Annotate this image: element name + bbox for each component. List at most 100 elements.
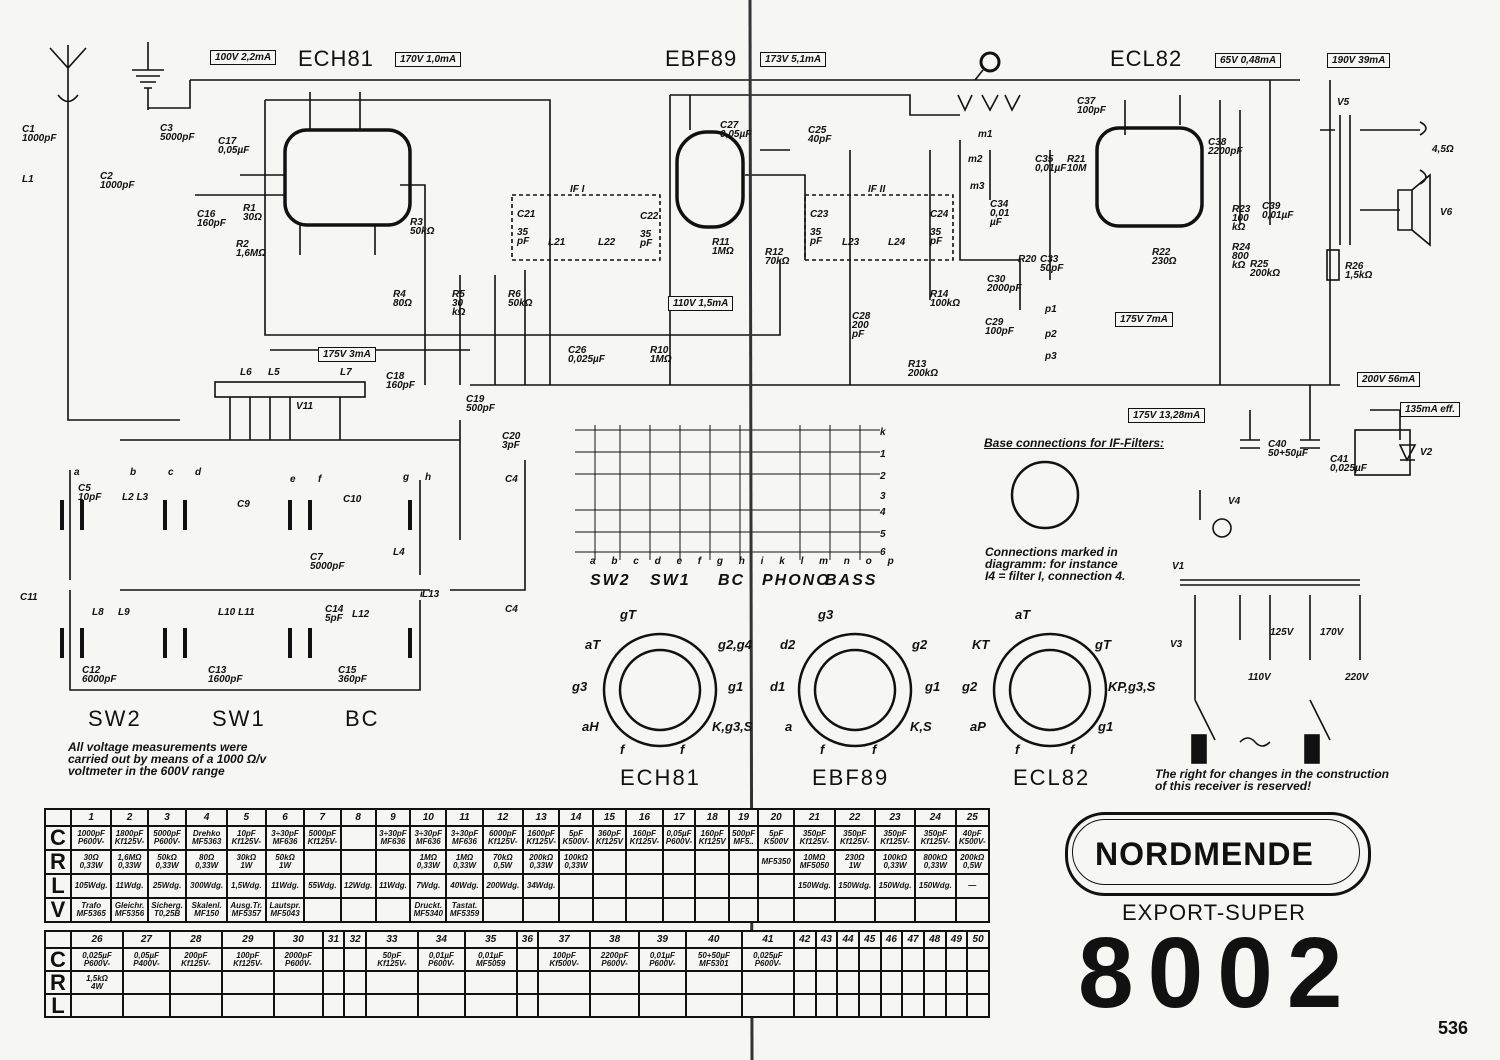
table-row: L [44, 993, 990, 1018]
table-cell: Ausg.Tr. MF5357 [225, 897, 267, 923]
component-label: C38 2200pF [1208, 137, 1243, 157]
base-pin-ebf89: K,S [910, 719, 932, 734]
table-cell: 50+50µF MF5301 [684, 947, 743, 972]
component-label: R3 50kΩ [410, 217, 435, 237]
table-cell: 0,05µF P600V- [661, 825, 697, 851]
table-cell: 1,5kΩ 4W [69, 970, 125, 995]
column-number: 24 [914, 808, 957, 827]
table-cell: 7Wdg. [409, 873, 448, 899]
table-cell: MF5350 [757, 849, 796, 875]
table-cell [515, 970, 540, 995]
base-pin-ech81: f [680, 742, 685, 757]
table-cell: Druckt. MF5340 [409, 897, 448, 923]
base-pin-ebf89: g1 [925, 679, 941, 694]
component-label: h [425, 472, 432, 483]
ebf89-envelope [675, 130, 745, 229]
base-title-ebf89: EBF89 [812, 765, 890, 790]
table-cell: 350pF Kf125V- [793, 825, 836, 851]
table-cell [879, 947, 904, 972]
component-label: L22 [598, 237, 616, 248]
table-cell: 34Wdg. [521, 873, 561, 899]
column-number: 23 [873, 808, 917, 827]
component-label: C37 100pF [1077, 96, 1106, 116]
table-cell: 2000pF P600V- [272, 947, 324, 972]
column-number: 48 [922, 930, 947, 949]
base-pin-ecl82: g2 [962, 679, 978, 694]
table-cell: 350pF Kf125V- [833, 825, 876, 851]
table-cell: 100pF Kf125V- [220, 947, 275, 972]
table-cell [966, 970, 990, 995]
table-cell [922, 970, 947, 995]
component-label: R21 10M [1067, 154, 1087, 174]
voltage-box: 175V 7mA [1115, 312, 1173, 327]
table-cell: 1600pF Kf125V- [521, 825, 561, 851]
component-label: R13 200kΩ [908, 359, 939, 379]
table-cell [661, 897, 697, 923]
component-label: C4 [505, 474, 518, 485]
column-number: 14 [558, 808, 594, 827]
table-cell: 160pF Kf125V [694, 825, 731, 851]
component-label: m2 [968, 154, 983, 165]
table-cell: 5000pF P600V- [146, 825, 188, 851]
component-label: 125V [1270, 627, 1294, 638]
table-cell [122, 993, 171, 1018]
column-number: 25 [954, 808, 991, 827]
component-label: V1 [1172, 561, 1185, 572]
component-label: C30 2000pF [987, 274, 1022, 294]
base-pin-ech81: aH [582, 719, 599, 734]
component-label: R6 50kΩ [508, 289, 533, 309]
column-number: 40 [684, 930, 743, 949]
table-cell: 350pF Kf125V- [914, 825, 957, 851]
table-cell [944, 947, 969, 972]
table-cell [901, 993, 925, 1018]
antenna-icon [49, 45, 87, 110]
table-corner [44, 930, 72, 949]
table-cell [757, 897, 796, 923]
component-label: R11 1MΩ [712, 237, 734, 257]
component-label: L2 L3 [122, 492, 149, 503]
table-cell [625, 873, 664, 899]
table-cell [814, 970, 839, 995]
table-cell: Gleichr. MF5356 [110, 897, 149, 923]
table-cell: 200pF Kf125V- [168, 947, 223, 972]
table-cell: 150Wdg. [914, 873, 957, 899]
component-label: 170V [1320, 627, 1344, 638]
base-pin-ecl82: f [1070, 742, 1075, 757]
table-cell [740, 993, 795, 1018]
component-label: p3 [1045, 351, 1057, 362]
table-cell [694, 849, 731, 875]
band-switch-contacts [60, 500, 412, 658]
table-cell [589, 970, 640, 995]
component-label: V4 [1228, 496, 1241, 507]
component-label: R4 80Ω [393, 289, 412, 309]
table-cell [416, 970, 466, 995]
table-cell: 350pF Kf125V- [873, 825, 917, 851]
table-cell [914, 897, 957, 923]
component-label: C27 0,05µF [720, 120, 752, 140]
component-label: R12 70kΩ [765, 247, 790, 267]
table-cell [873, 897, 917, 923]
table-cell: 100kΩ 0,33W [558, 849, 594, 875]
rectifier-v2 [1354, 429, 1417, 476]
table-cell: 70kΩ 0,5W [481, 849, 524, 875]
brand-logo-inner-frame [1072, 819, 1360, 885]
table-cell: 11Wdg. [374, 873, 412, 899]
pushbutton-switch-matrix [575, 425, 880, 560]
table-cell [364, 970, 419, 995]
base-pin-ecl82: gT [1095, 637, 1111, 652]
column-number: 41 [740, 930, 795, 949]
component-label: C18 160pF [386, 371, 415, 391]
table-cell [591, 897, 628, 923]
column-number: 27 [122, 930, 171, 949]
column-number: 43 [814, 930, 839, 949]
table-cell: 5000pF Kf125V- [303, 825, 342, 851]
component-label: R25 200kΩ [1250, 259, 1281, 279]
component-label: C11 [20, 592, 38, 603]
table-cell: Lautspr. MF5043 [264, 897, 306, 923]
base-pin-ecl82: KT [972, 637, 990, 652]
component-label: f [318, 474, 322, 485]
component-label: V2 [1420, 447, 1433, 458]
